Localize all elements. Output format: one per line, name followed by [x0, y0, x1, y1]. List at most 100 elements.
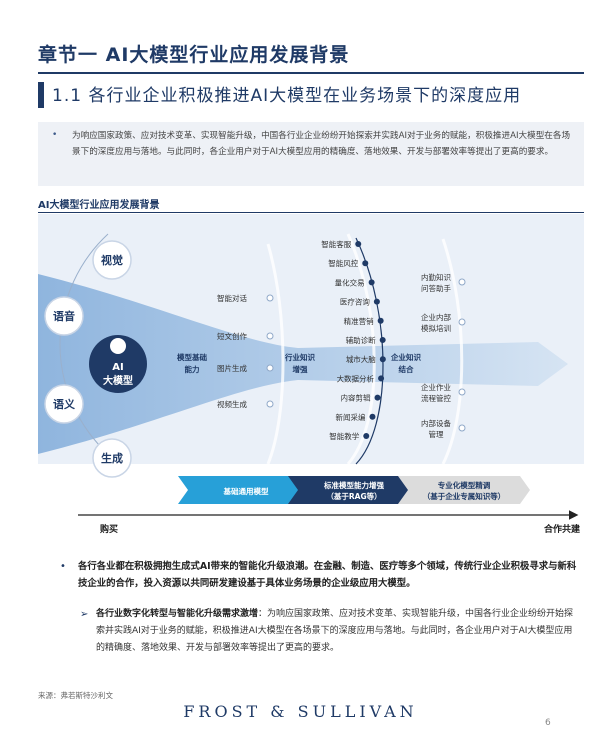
enterprise-item-label: 内部设备	[421, 418, 451, 428]
enterprise-item-label: 内勤知识	[421, 272, 451, 282]
axis-label-left: 购买	[100, 523, 118, 535]
node-dot	[369, 413, 376, 420]
foundation-item: 图片生成	[217, 363, 274, 373]
svg-text:（基于企业专属知识等）: （基于企业专属知识等）	[423, 491, 506, 501]
node-dot	[368, 279, 375, 286]
node-dot	[378, 375, 385, 382]
industry-item: 量化交易	[335, 277, 375, 287]
industry-item-label: 量化交易	[335, 277, 365, 287]
enterprise-item-label: 企业作业	[421, 382, 451, 392]
svg-text:语义: 语义	[53, 397, 76, 411]
node-dot	[266, 294, 274, 302]
ai-core-circle: AI 大模型	[89, 335, 147, 393]
node-dot	[355, 241, 362, 247]
enterprise-item-label: 流程管控	[421, 393, 451, 403]
industry-curve	[355, 237, 384, 465]
stage-label-1-line1: 模型基础	[177, 352, 207, 362]
industry-item: 医疗咨询	[340, 297, 380, 307]
node-dot	[458, 318, 466, 326]
industry-item-label: 医疗咨询	[340, 297, 370, 307]
title-rule	[38, 72, 584, 74]
input-circle-speech: 语音	[44, 296, 84, 336]
node-dot	[266, 332, 274, 340]
figure-rule	[38, 212, 584, 213]
industry-item-label: 城市大脑	[346, 354, 376, 364]
figure-title: AI大模型行业应用发展背景	[38, 200, 160, 211]
bar-base-model: 基础通用模型	[178, 476, 310, 504]
input-circle-visual: 视觉	[92, 240, 132, 280]
sub-point-heading: 各行业数字化转型与智能化升级需求激增	[96, 609, 259, 619]
svg-text:视觉: 视觉	[101, 253, 123, 267]
industry-item-label: 新闻采编	[335, 412, 365, 422]
industry-item-label: 大数据分析	[337, 373, 375, 383]
enterprise-item-label: 企业内部	[421, 312, 451, 322]
intro-text: 为响应国家政策、应对技术变革、实现智能升级，中国各行业企业纷纷开始探索并实践AI…	[72, 131, 571, 157]
bar-professional-tuning: 专业化模型精调 （基于企业专属知识等）	[398, 476, 530, 504]
stage-label-3-line2: 结合	[399, 364, 414, 374]
svg-text:基础通用模型: 基础通用模型	[223, 486, 269, 496]
page-number: 6	[545, 718, 551, 728]
svg-text:标准模型能力增强: 标准模型能力增强	[323, 480, 384, 490]
enterprise-item-label: 问答助手	[421, 283, 451, 293]
industry-item: 智能风控	[328, 258, 369, 268]
industry-item: 新闻采编	[335, 412, 376, 422]
industry-item: 智能客服	[321, 239, 362, 249]
flow-beam	[38, 274, 568, 454]
industry-item-label: 智能客服	[321, 239, 351, 249]
ai-application-diagram: 视觉 语音 语义 生成 AI 大模型 模型基础 能力 行业知识 增强 企业知识 …	[38, 214, 584, 535]
stage-label-2-line2: 增强	[293, 364, 308, 374]
stage-label-2-line1: 行业知识	[284, 352, 315, 362]
industry-item: 辅助诊断	[346, 335, 386, 345]
stage-label-3-line1: 企业知识	[390, 352, 421, 362]
node-dot	[363, 433, 370, 439]
node-dot	[266, 400, 274, 408]
industry-item-label: 辅助诊断	[346, 335, 376, 345]
node-dot	[379, 356, 386, 363]
svg-text:（基于RAG等）: （基于RAG等）	[326, 491, 381, 501]
industry-item: 大数据分析	[337, 373, 385, 383]
node-dot	[266, 364, 274, 372]
industry-item: 城市大脑	[346, 354, 386, 364]
industry-item: 内容剪辑	[341, 393, 381, 403]
svg-text:大模型: 大模型	[103, 374, 133, 387]
node-dot	[458, 278, 466, 286]
node-dot	[374, 394, 381, 401]
node-dot	[377, 317, 384, 324]
input-circle-generation: 生成	[92, 438, 132, 478]
node-dot	[362, 260, 369, 267]
node-dot	[458, 388, 466, 396]
foundation-item: 短文创作	[217, 331, 274, 341]
industry-item-label: 智能教学	[329, 431, 359, 441]
industry-item-label: 智能风控	[328, 258, 358, 268]
sub-point-arrow-icon: ➢	[80, 609, 89, 620]
enterprise-item-label: 管理	[429, 429, 444, 439]
intro-bullet: •	[52, 130, 58, 140]
intro-box	[38, 122, 584, 186]
chapter-title: 章节一 AI大模型行业应用发展背景	[38, 44, 350, 66]
main-point-text: 各行各业都在积极拥抱生成式AI带来的智能化升级浪潮。在金融、制造、医疗等多个领域…	[78, 561, 577, 589]
industry-item-label: 内容剪辑	[341, 393, 371, 403]
svg-text:语音: 语音	[53, 309, 75, 323]
industry-scenario-list: 智能客服智能风控量化交易医疗咨询精准营销辅助诊断城市大脑大数据分析内容剪辑新闻采…	[321, 239, 386, 441]
sub-point-text: ：为响应国家政策、应对技术变革、实现智能升级，中国各行业企业纷纷开始探索并实践A…	[96, 609, 574, 653]
svg-text:AI: AI	[112, 362, 123, 373]
sub-point-paragraph: 各行业数字化转型与智能化升级需求激增：为响应国家政策、应对技术变革、实现智能升级…	[96, 606, 580, 657]
industry-item-label: 精准营销	[344, 316, 374, 326]
input-circle-semantics: 语义	[44, 384, 84, 424]
brain-head-icon	[110, 338, 126, 354]
industry-item: 智能教学	[329, 431, 370, 441]
industry-item: 精准营销	[344, 316, 384, 326]
svg-text:专业化模型精调: 专业化模型精调	[438, 480, 491, 490]
foundation-item-label: 视频生成	[217, 399, 247, 409]
main-point-bullet: •	[60, 561, 66, 572]
section-title: 1.1 各行业企业积极推进AI大模型在业务场景下的深度应用	[52, 86, 522, 106]
node-dot	[373, 298, 380, 305]
svg-text:生成: 生成	[101, 451, 123, 465]
section-accent-bar	[38, 82, 44, 108]
